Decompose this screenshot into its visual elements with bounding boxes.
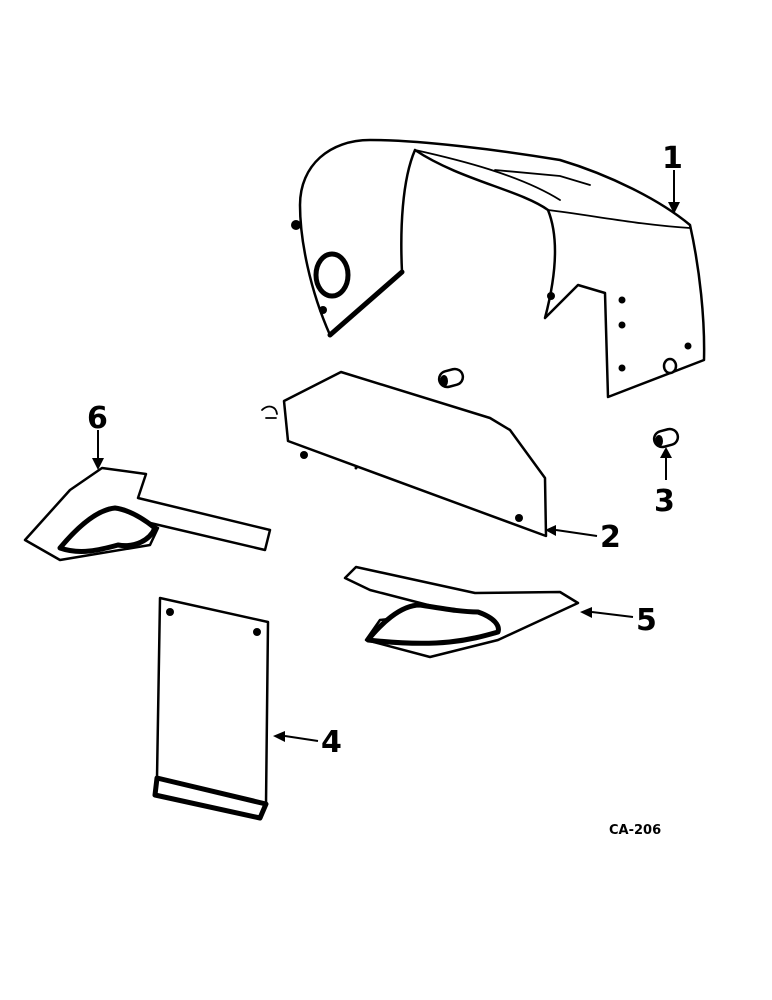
callout-1: 1 <box>662 141 683 176</box>
pin-lower <box>652 427 680 449</box>
right-floor-plate-part <box>343 565 580 659</box>
pin-part <box>261 367 680 449</box>
callout-3: 3 <box>654 484 675 519</box>
callout-2: 2 <box>600 520 621 555</box>
side-panel-part <box>282 370 548 538</box>
left-floor-plate-part <box>23 466 272 562</box>
callout-6: 6 <box>87 401 108 436</box>
grille-screen-part <box>152 596 270 821</box>
hood-part <box>291 138 706 399</box>
clip-small <box>261 405 278 419</box>
leader-lines <box>92 170 680 742</box>
callout-5: 5 <box>636 603 657 638</box>
drawing-reference: CA-206 <box>609 823 661 838</box>
pin-upper <box>437 367 465 389</box>
callout-4: 4 <box>321 725 342 760</box>
callout-labels: 1 2 3 4 5 6 CA-206 <box>87 141 683 838</box>
